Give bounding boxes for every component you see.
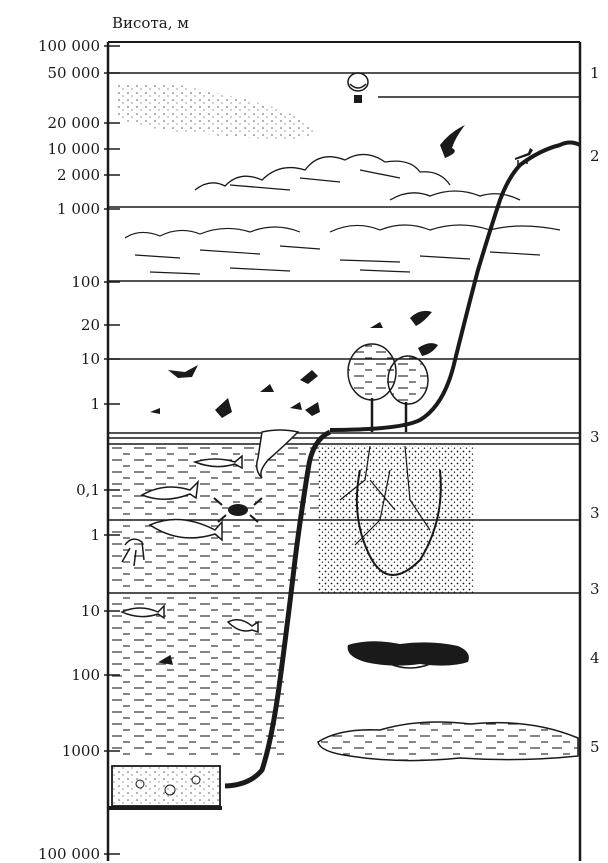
ocean-slope [224,429,332,789]
birds-icons [150,310,438,418]
y-axis-label: 100 [71,273,100,291]
crab-icon [213,497,263,523]
zone-label: 1 [590,64,600,82]
zone-label: 3 [590,504,600,522]
mountain-profile [329,140,581,432]
zone-label: 4 [590,649,600,667]
y-axis-label: 1 000 [57,200,100,218]
y-axis-label: 100 [71,666,100,684]
zone-label: 5 [590,738,600,756]
balloon-icon [347,72,369,103]
y-axis-label: 1 [90,526,100,544]
groundwater-lens [317,721,579,762]
y-axis-label: 100 000 [37,37,100,55]
y-axis-label: 100 000 [37,845,100,863]
y-axis-label: 10 [80,602,100,620]
soil-block [318,445,474,593]
y-axis-label: 1 [90,395,100,413]
zone-label: 3 [590,580,600,598]
y-axis-label: 10 [80,350,100,368]
y-axis-label: 50 000 [47,64,101,82]
diagram-frame [106,41,582,861]
eagle-icon [440,125,465,158]
zone-label: 2 [590,147,600,165]
y-axis-label: 2 000 [57,166,100,184]
zone-label: 3 [590,428,600,446]
water-column [109,446,319,756]
axis-title: Висота, м [112,14,189,32]
trees-icon [347,343,429,432]
low-clouds [124,224,561,275]
fish-icons [120,429,300,665]
y-axis-label: 1000 [61,742,100,760]
goat-icon [515,148,533,166]
sea-floor-box [108,765,222,810]
y-axis-ticks [104,45,120,855]
y-axis-label: 10 000 [47,140,101,158]
y-axis-label: 20 000 [47,114,101,132]
y-axis-label: 20 [80,316,100,334]
octopus-icon [121,538,145,567]
oil-deposit [347,641,469,666]
upper-atmosphere-speckle [115,82,313,140]
high-clouds [194,153,521,201]
y-axis-label: 0,1 [76,481,100,499]
